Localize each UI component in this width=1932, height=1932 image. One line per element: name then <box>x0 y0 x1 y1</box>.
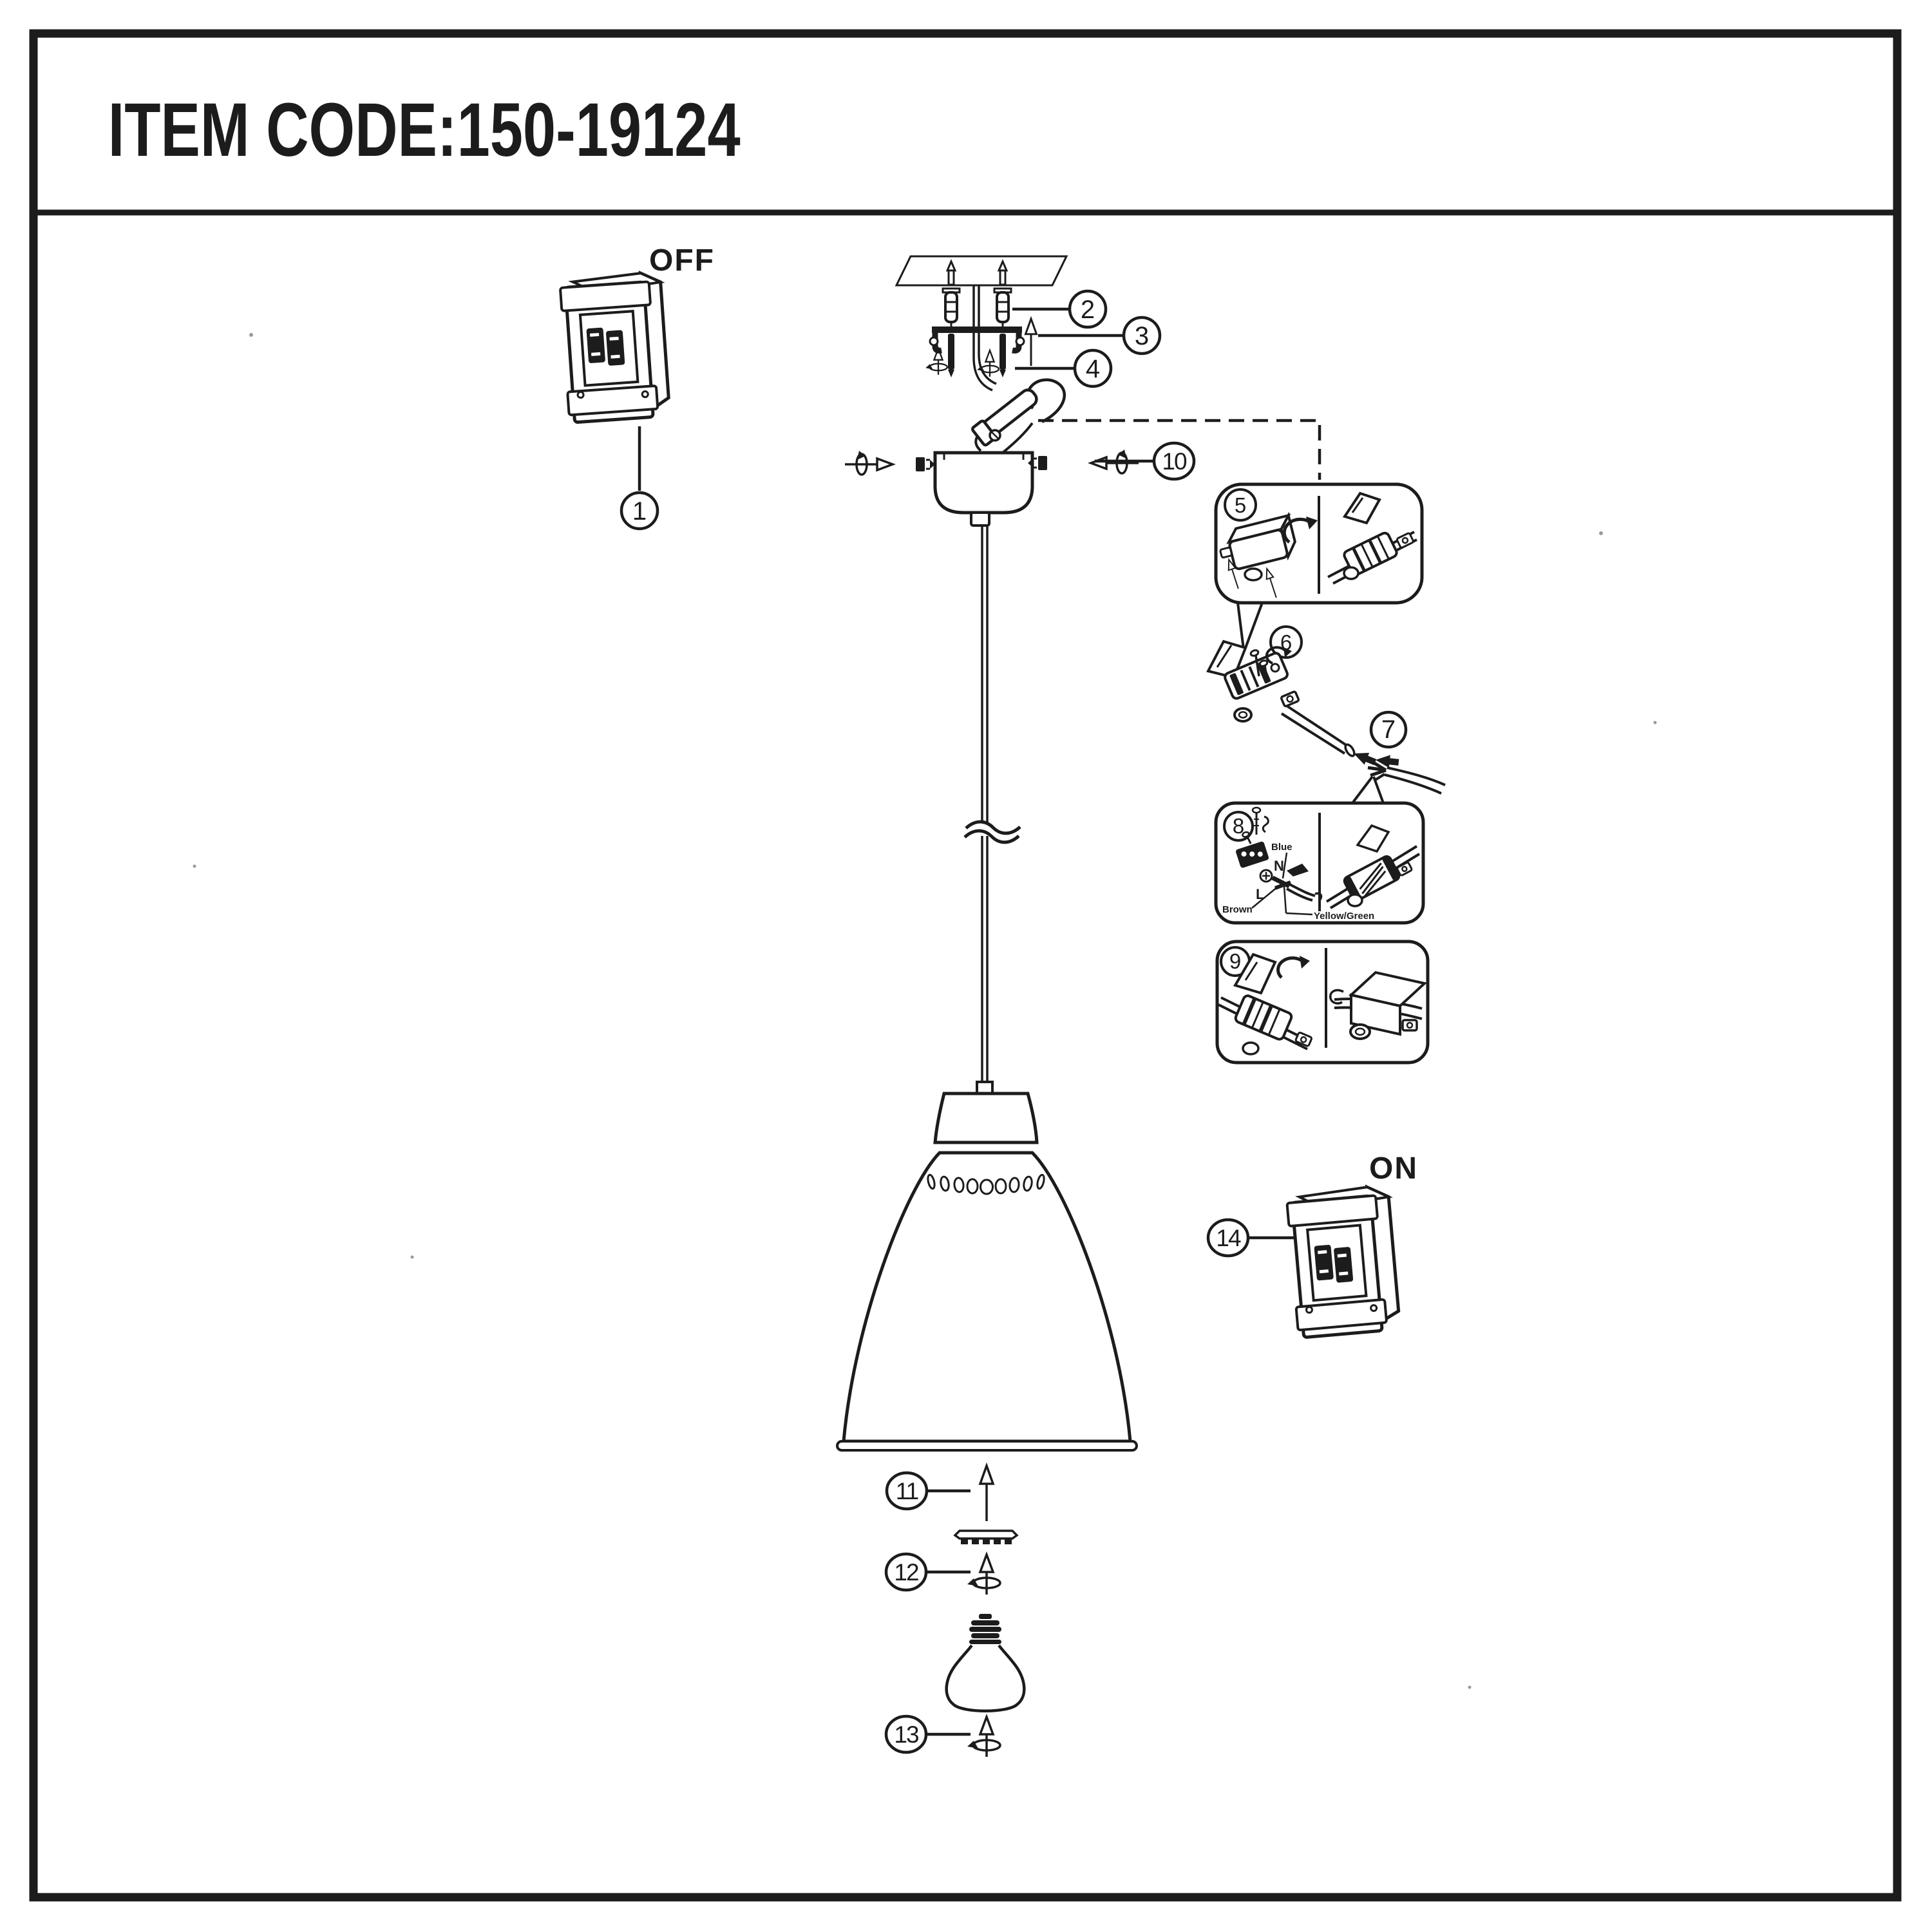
canopy-screw-left <box>844 450 935 476</box>
cord-lock-connector <box>971 378 1066 453</box>
ceiling-surface <box>895 255 1068 287</box>
svg-text:14: 14 <box>1216 1225 1241 1251</box>
panel-step9: 9 <box>1215 940 1430 1065</box>
callout-5: 5 <box>1224 488 1257 522</box>
svg-text:10: 10 <box>1162 448 1187 475</box>
svg-text:7: 7 <box>1381 715 1396 744</box>
svg-text:8: 8 <box>1233 814 1244 838</box>
retainer-ring: 12 <box>884 1530 1019 1596</box>
svg-text:3: 3 <box>1135 322 1149 350</box>
terminal-block <box>1236 831 1269 868</box>
callout-7: 7 <box>1369 710 1408 749</box>
sheet-frame <box>29 29 1902 1902</box>
step9-closed <box>1329 971 1428 1040</box>
step5-cover-on-cable <box>1327 491 1417 585</box>
ceiling-screw-tips <box>945 259 1009 286</box>
step8-arrow <box>1287 864 1309 876</box>
shade-attach: 11 <box>885 1464 994 1522</box>
bracket-up-arrow <box>1025 317 1037 367</box>
callout-2: 2 <box>1068 289 1108 329</box>
svg-text:13: 13 <box>894 1721 918 1748</box>
svg-text:5: 5 <box>1235 493 1246 517</box>
breaker-box-on <box>1285 1184 1401 1339</box>
shade-vent-holes <box>927 1173 1045 1195</box>
svg-text:9: 9 <box>1229 949 1241 973</box>
callout-1: 1 <box>620 491 659 531</box>
title-bar: ITEM CODE:150-19124 <box>108 88 741 173</box>
step5-open-cover <box>1219 511 1318 600</box>
light-bulb: 13 <box>884 1614 1026 1758</box>
strain-relief <box>970 511 990 527</box>
rocker-switches-off <box>586 327 625 366</box>
step14-power-on: ON 14 <box>1206 1151 1418 1339</box>
callout-13: 13 <box>884 1714 928 1754</box>
wire-label-brown: Brown <box>1222 904 1253 915</box>
svg-text:11: 11 <box>896 1478 918 1504</box>
breaker-box-off <box>559 270 670 424</box>
ceiling-mount: 2 3 4 <box>895 255 1162 453</box>
rocker-switches-on <box>1314 1244 1354 1283</box>
stripped-wires <box>1367 758 1387 782</box>
bracket-screw-right <box>976 334 1006 378</box>
off-label: OFF <box>649 243 715 278</box>
callout-14: 14 <box>1206 1218 1250 1258</box>
wire-label-live: L <box>1256 886 1264 902</box>
bracket-screw-left <box>925 334 954 377</box>
step9-closing <box>1218 952 1312 1056</box>
callout-3: 3 <box>1122 316 1162 355</box>
shade-rim <box>836 1440 1138 1452</box>
svg-text:4: 4 <box>1086 355 1100 383</box>
pendant-cord <box>963 526 1021 1095</box>
panel-step8: 8 Blue N L <box>1214 775 1425 925</box>
svg-text:1: 1 <box>632 497 647 526</box>
callout-4: 4 <box>1073 348 1113 388</box>
shade-body <box>842 1151 1132 1443</box>
step7-cable-join: 7 <box>1351 710 1446 795</box>
socket-cover <box>933 1092 1039 1144</box>
canopy-screw-right <box>1028 448 1140 475</box>
callout-11: 11 <box>885 1471 929 1511</box>
panel-step5: 5 <box>1214 482 1424 650</box>
svg-text:2: 2 <box>1081 296 1095 324</box>
step8-result <box>1325 824 1421 909</box>
wire-label-blue: Blue <box>1271 842 1293 853</box>
dashed-reference-line <box>1038 419 1321 480</box>
step8-screw-icon <box>1251 806 1269 835</box>
wall-anchor-right <box>993 287 1012 327</box>
wire-label-neutral: N <box>1274 858 1284 874</box>
mounting-bracket <box>929 327 1025 354</box>
svg-text:12: 12 <box>894 1559 918 1586</box>
cord-grip <box>976 1081 994 1095</box>
page-title: ITEM CODE:150-19124 <box>108 88 741 173</box>
step6-connector: 6 <box>1206 625 1356 757</box>
callout-10: 10 <box>1152 441 1196 481</box>
canopy: 10 <box>844 441 1196 527</box>
step6-screws <box>1249 646 1292 682</box>
wall-anchor-left <box>942 287 961 327</box>
step1-power-off: OFF 1 <box>559 243 715 531</box>
on-label: ON <box>1369 1151 1418 1186</box>
lamp-shade <box>836 1092 1138 1452</box>
cord-break-symbol <box>963 820 1021 844</box>
callout-12: 12 <box>884 1552 928 1592</box>
scan-specks <box>193 333 1657 1689</box>
mains-cable <box>972 285 997 392</box>
wire-label-earth: Yellow/Green <box>1314 911 1374 922</box>
